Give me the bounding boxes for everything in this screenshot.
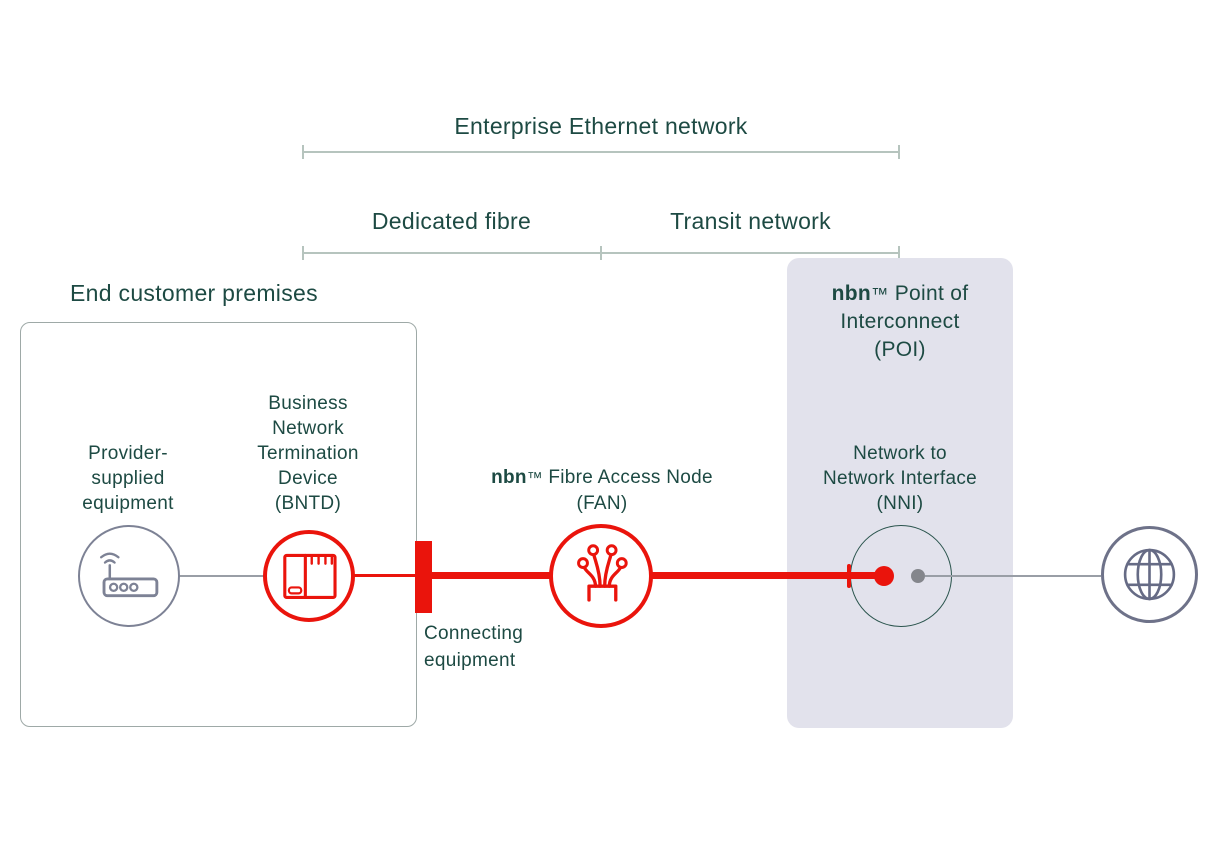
network-span-bracket	[302, 145, 900, 159]
premises-title: End customer premises	[70, 280, 318, 306]
fibre-cable-icon	[577, 544, 628, 602]
bntd-label: Business Network Termination Device (BNT…	[257, 393, 359, 514]
trademark-symbol: ™	[871, 284, 889, 304]
provider-label: Provider- supplied equipment	[82, 443, 174, 514]
nni-label: Network to Network Interface (NNI)	[823, 443, 977, 514]
dedicated-fibre-label: Dedicated fibre	[371, 208, 532, 234]
poi-box	[787, 258, 1013, 728]
gray-endpoint-dot	[911, 569, 925, 583]
poi-title: nbn™ Point of Interconnect (POI)	[831, 282, 969, 361]
premises-box	[20, 322, 417, 727]
bntd-to-connecting-line	[354, 574, 416, 577]
trademark-symbol: ™	[526, 470, 543, 487]
fan-to-nni-line	[650, 572, 884, 579]
wifi-router-icon	[99, 552, 159, 598]
provider-to-bntd-line	[179, 575, 264, 577]
bntd-node	[263, 530, 355, 622]
transit-network-label: Transit network	[670, 208, 831, 234]
nni-boundary-tick	[847, 564, 851, 588]
provider-equipment-node	[78, 525, 180, 627]
nbn-brand-text: nbn	[831, 282, 872, 305]
nbn-brand-text: nbn	[491, 467, 527, 488]
fan-label: nbn™ Fibre Access Node (FAN)	[491, 467, 713, 514]
connecting-to-fan-line	[432, 572, 551, 579]
fan-node	[549, 524, 653, 628]
network-span-title: Enterprise Ethernet network	[454, 113, 748, 139]
segments-bracket	[302, 246, 900, 260]
connecting-equipment-block	[415, 541, 432, 613]
connecting-equipment-label: Connecting equipment	[424, 623, 524, 671]
internet-node	[1101, 526, 1198, 623]
globe-icon	[1123, 548, 1176, 601]
red-endpoint-dot	[874, 566, 894, 586]
nni-to-internet-line	[925, 575, 1101, 577]
network-termination-device-icon	[283, 553, 337, 600]
